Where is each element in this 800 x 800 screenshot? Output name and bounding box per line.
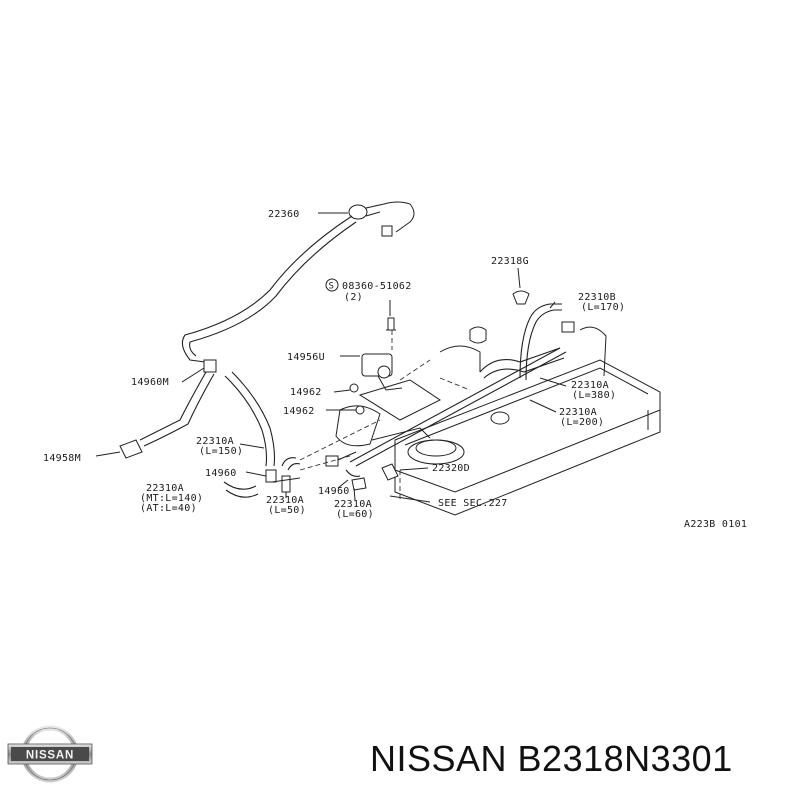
label-22310a-380: 22310A xyxy=(571,380,609,391)
label-14962-upper: 14962 xyxy=(290,387,322,398)
label-14958m: 14958M xyxy=(43,453,81,464)
bolt-symbol-circle xyxy=(325,278,339,292)
label-14960m: 14960M xyxy=(131,377,169,388)
bolt-symbol: S xyxy=(329,282,334,292)
label-see-sec: SEE SEC.227 xyxy=(438,498,508,509)
label-22318g: 22318G xyxy=(491,256,529,267)
label-ref-code: A223B 0101 xyxy=(684,519,747,530)
label-bolt-code: 08360-51062 xyxy=(342,281,412,292)
label-14962-lower: 14962 xyxy=(283,406,315,417)
vacuum-hoses xyxy=(119,201,415,498)
nissan-logo: NISSAN xyxy=(7,725,93,783)
label-len-at: (AT:L=40) xyxy=(140,503,197,514)
label-bolt-qty: (2) xyxy=(344,292,363,303)
label-22310a-150: 22310A xyxy=(196,436,234,447)
label-22310a-60: 22310A xyxy=(334,499,372,510)
label-22310a-mt: 22310A xyxy=(146,483,184,494)
label-22320d: 22320D xyxy=(432,463,470,474)
label-len-mt: (MT:L=140) xyxy=(140,493,203,504)
label-len-150: (L=150) xyxy=(199,446,243,457)
label-len-380: (L=380) xyxy=(572,390,616,401)
callout-labels: 22360 22318G S 08360-51062 (2) 22310B (L… xyxy=(43,209,747,530)
label-14960-mid: 14960 xyxy=(318,486,350,497)
label-len-60: (L=60) xyxy=(336,509,374,520)
label-14960-left: 14960 xyxy=(205,468,237,479)
label-22310b-len: (L=170) xyxy=(581,302,625,313)
label-22310b: 22310B xyxy=(578,292,616,303)
label-len-200: (L=200) xyxy=(560,417,604,428)
engine-cover-drawing xyxy=(335,290,661,516)
label-22310a-50: 22310A xyxy=(266,495,304,506)
label-22310a-200: 22310A xyxy=(559,407,597,418)
logo-text: NISSAN xyxy=(26,750,74,762)
label-14956u: 14956U xyxy=(287,352,325,363)
label-22360: 22360 xyxy=(268,209,300,220)
leader-lines xyxy=(95,212,567,503)
label-len-50: (L=50) xyxy=(268,505,306,516)
page-title: NISSAN B2318N3301 xyxy=(370,738,733,779)
